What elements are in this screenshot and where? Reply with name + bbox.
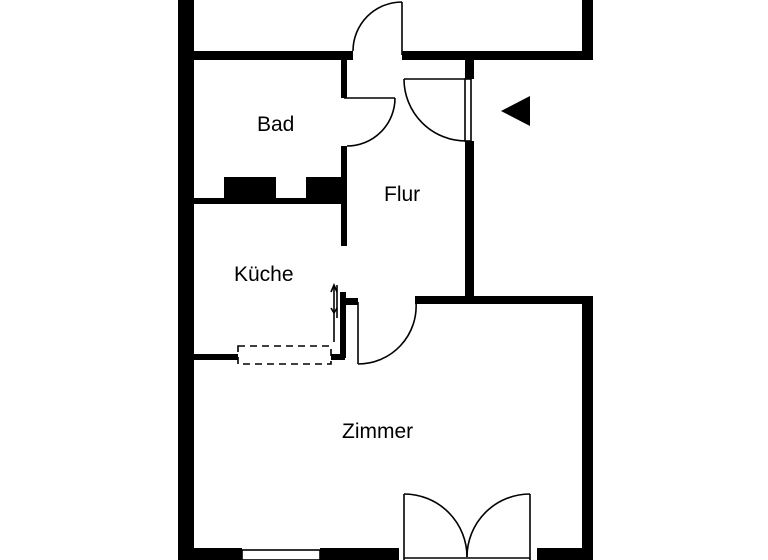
wall-bad-flur-upper [341,57,347,98]
wall-top-right [582,0,593,60]
kitchen-counter-dashed [237,345,332,365]
wall-bottom-right [537,548,593,560]
sliding-door-icon [330,282,338,342]
wall-flur-right [465,141,474,301]
door-top [352,1,403,55]
wall-flur-right-top [465,55,474,79]
wall-bottom-middle [320,548,399,560]
wall-kueche-right [340,292,346,358]
wall-kueche-bottom-right [331,354,345,360]
radiator-2 [306,177,342,199]
room-label-bad: Bad [257,113,295,136]
room-label-zimmer: Zimmer [342,420,414,443]
door-zimmer [357,301,417,365]
wall-upper-right [402,51,593,60]
room-label-flur: Flur [384,183,421,206]
door-entrance [403,78,467,142]
entrance-door-frame [464,78,472,142]
wall-bad-kueche [194,198,347,204]
wall-kueche-lower [194,354,238,360]
window-bottom [241,549,321,560]
door-bad [344,97,396,147]
wall-kueche-corner [340,298,358,305]
wall-bottom-left [194,548,242,560]
wall-bad-flur-lower [341,146,347,246]
entrance-arrow-icon [501,96,530,126]
balcony-double-door [403,493,531,560]
wall-zimmer-right [582,296,593,560]
wall-zimmer-top [415,296,593,304]
room-label-kueche: Küche [234,263,294,286]
radiator-1 [224,177,276,199]
wall-outer-left [178,0,194,560]
wall-upper-left [194,51,353,60]
